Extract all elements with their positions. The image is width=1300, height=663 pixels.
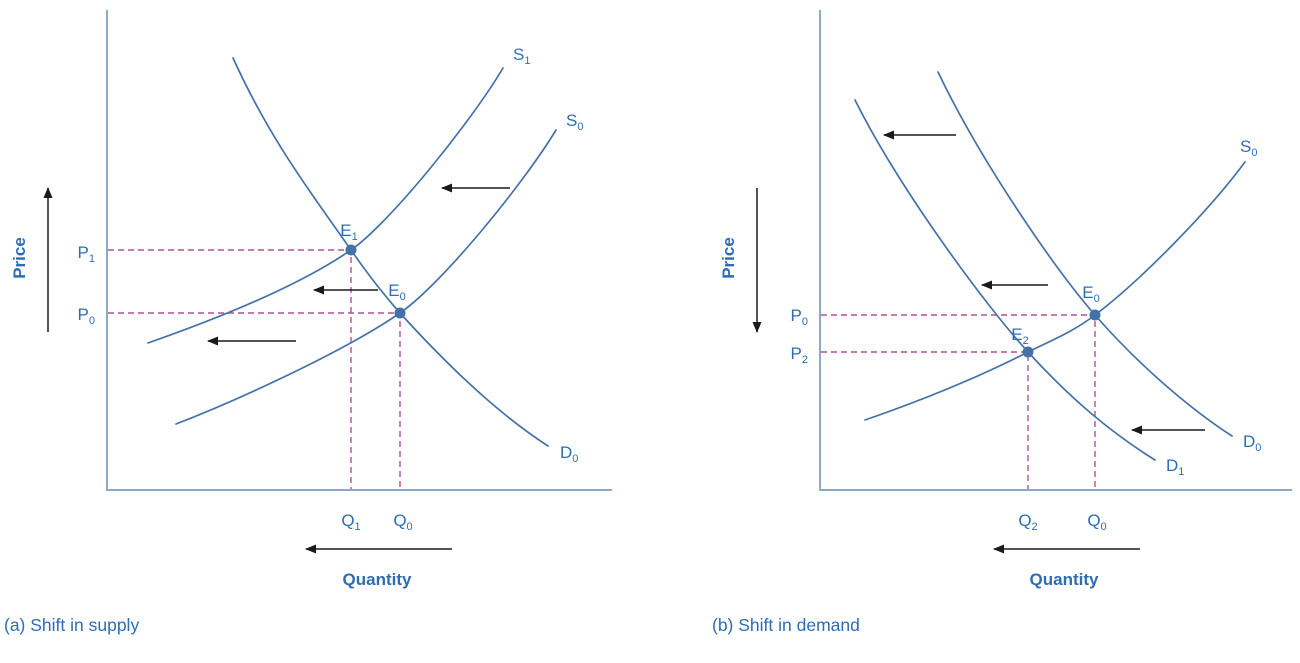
panel-b-guide-p0-q0 <box>821 314 1096 489</box>
label-q0: Q0 <box>393 511 412 533</box>
caption-panel-a: (a) Shift in supply <box>4 615 139 635</box>
demand-curve-d0 <box>232 57 549 447</box>
label-e0: E0 <box>388 281 405 303</box>
demand-curve-d0 <box>937 71 1233 437</box>
label-q2: Q2 <box>1018 511 1037 533</box>
equilibrium-point-e0 <box>394 307 406 319</box>
supply-curve-s1 <box>147 67 504 344</box>
caption-panel-b: (b) Shift in demand <box>712 615 860 635</box>
label-d0: D0 <box>560 443 578 465</box>
panel-a: Price Quantity S1 S0 D0 E1 E0 P1 P0 Q1 Q… <box>4 10 612 635</box>
label-p0: P0 <box>78 305 95 327</box>
label-p0: P0 <box>791 306 808 328</box>
label-s1: S1 <box>513 45 530 67</box>
supply-curve-s0 <box>175 129 557 425</box>
panel-b: Price Quantity S0 D0 D1 E0 E2 P0 P2 Q2 Q… <box>712 10 1292 635</box>
label-p2: P2 <box>791 344 808 366</box>
price-axis-label: Price <box>10 237 29 279</box>
label-d0: D0 <box>1243 432 1261 454</box>
label-q0: Q0 <box>1087 511 1106 533</box>
label-e0: E0 <box>1082 283 1099 305</box>
label-d1: D1 <box>1166 456 1184 478</box>
equilibrium-point-e1 <box>345 244 357 256</box>
demand-curve-d1 <box>854 99 1156 461</box>
quantity-axis-label: Quantity <box>1030 570 1099 589</box>
price-axis-label: Price <box>719 237 738 279</box>
label-p1: P1 <box>78 243 95 265</box>
label-e2: E2 <box>1011 325 1028 347</box>
equilibrium-point-e0 <box>1089 309 1101 321</box>
label-s0: S0 <box>566 111 583 133</box>
quantity-axis-label: Quantity <box>343 570 412 589</box>
equilibrium-point-e2 <box>1022 346 1034 358</box>
label-q1: Q1 <box>341 511 360 533</box>
label-s0: S0 <box>1240 137 1257 159</box>
label-e1: E1 <box>340 221 357 243</box>
supply-curve-s0 <box>864 161 1246 421</box>
panel-b-guide-p2-q2 <box>821 351 1029 489</box>
panel-a-guide-p1-q1 <box>108 249 352 489</box>
